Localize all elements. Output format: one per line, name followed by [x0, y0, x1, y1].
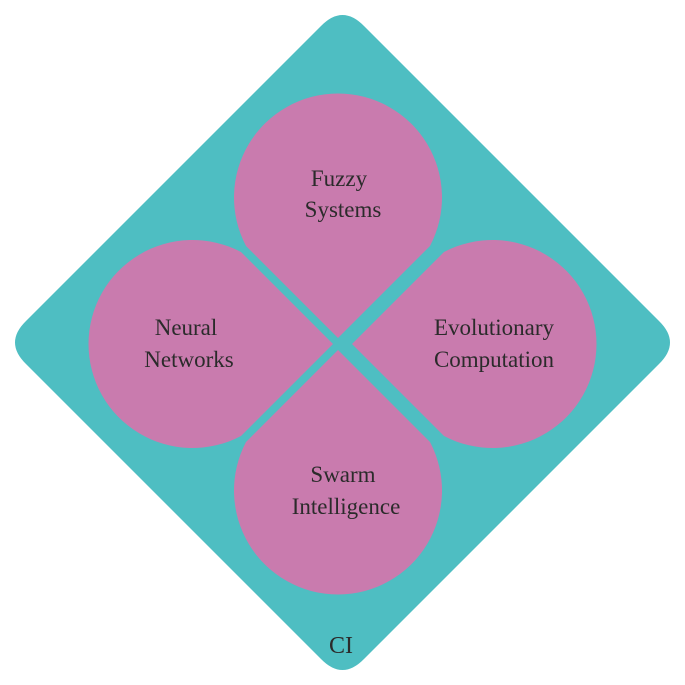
- label-evolutionary-line2: Computation: [434, 347, 555, 372]
- label-swarm-line1: Swarm: [310, 462, 375, 487]
- ci-label: CI: [329, 633, 353, 659]
- label-neural-line2: Networks: [144, 347, 233, 372]
- ci-diamond: [15, 15, 670, 670]
- label-evolutionary-line1: Evolutionary: [434, 315, 555, 340]
- label-swarm-line2: Intelligence: [292, 494, 401, 519]
- petal-neural-networks: [88, 239, 333, 448]
- petal-swarm-intelligence: [234, 350, 443, 595]
- label-neural-line1: Neural: [155, 315, 218, 340]
- petal-evolutionary-computation: [352, 240, 597, 448]
- label-fuzzy-line1: Fuzzy: [311, 166, 368, 191]
- petal-fuzzy-systems: [233, 93, 443, 338]
- label-fuzzy-line2: Systems: [305, 197, 382, 222]
